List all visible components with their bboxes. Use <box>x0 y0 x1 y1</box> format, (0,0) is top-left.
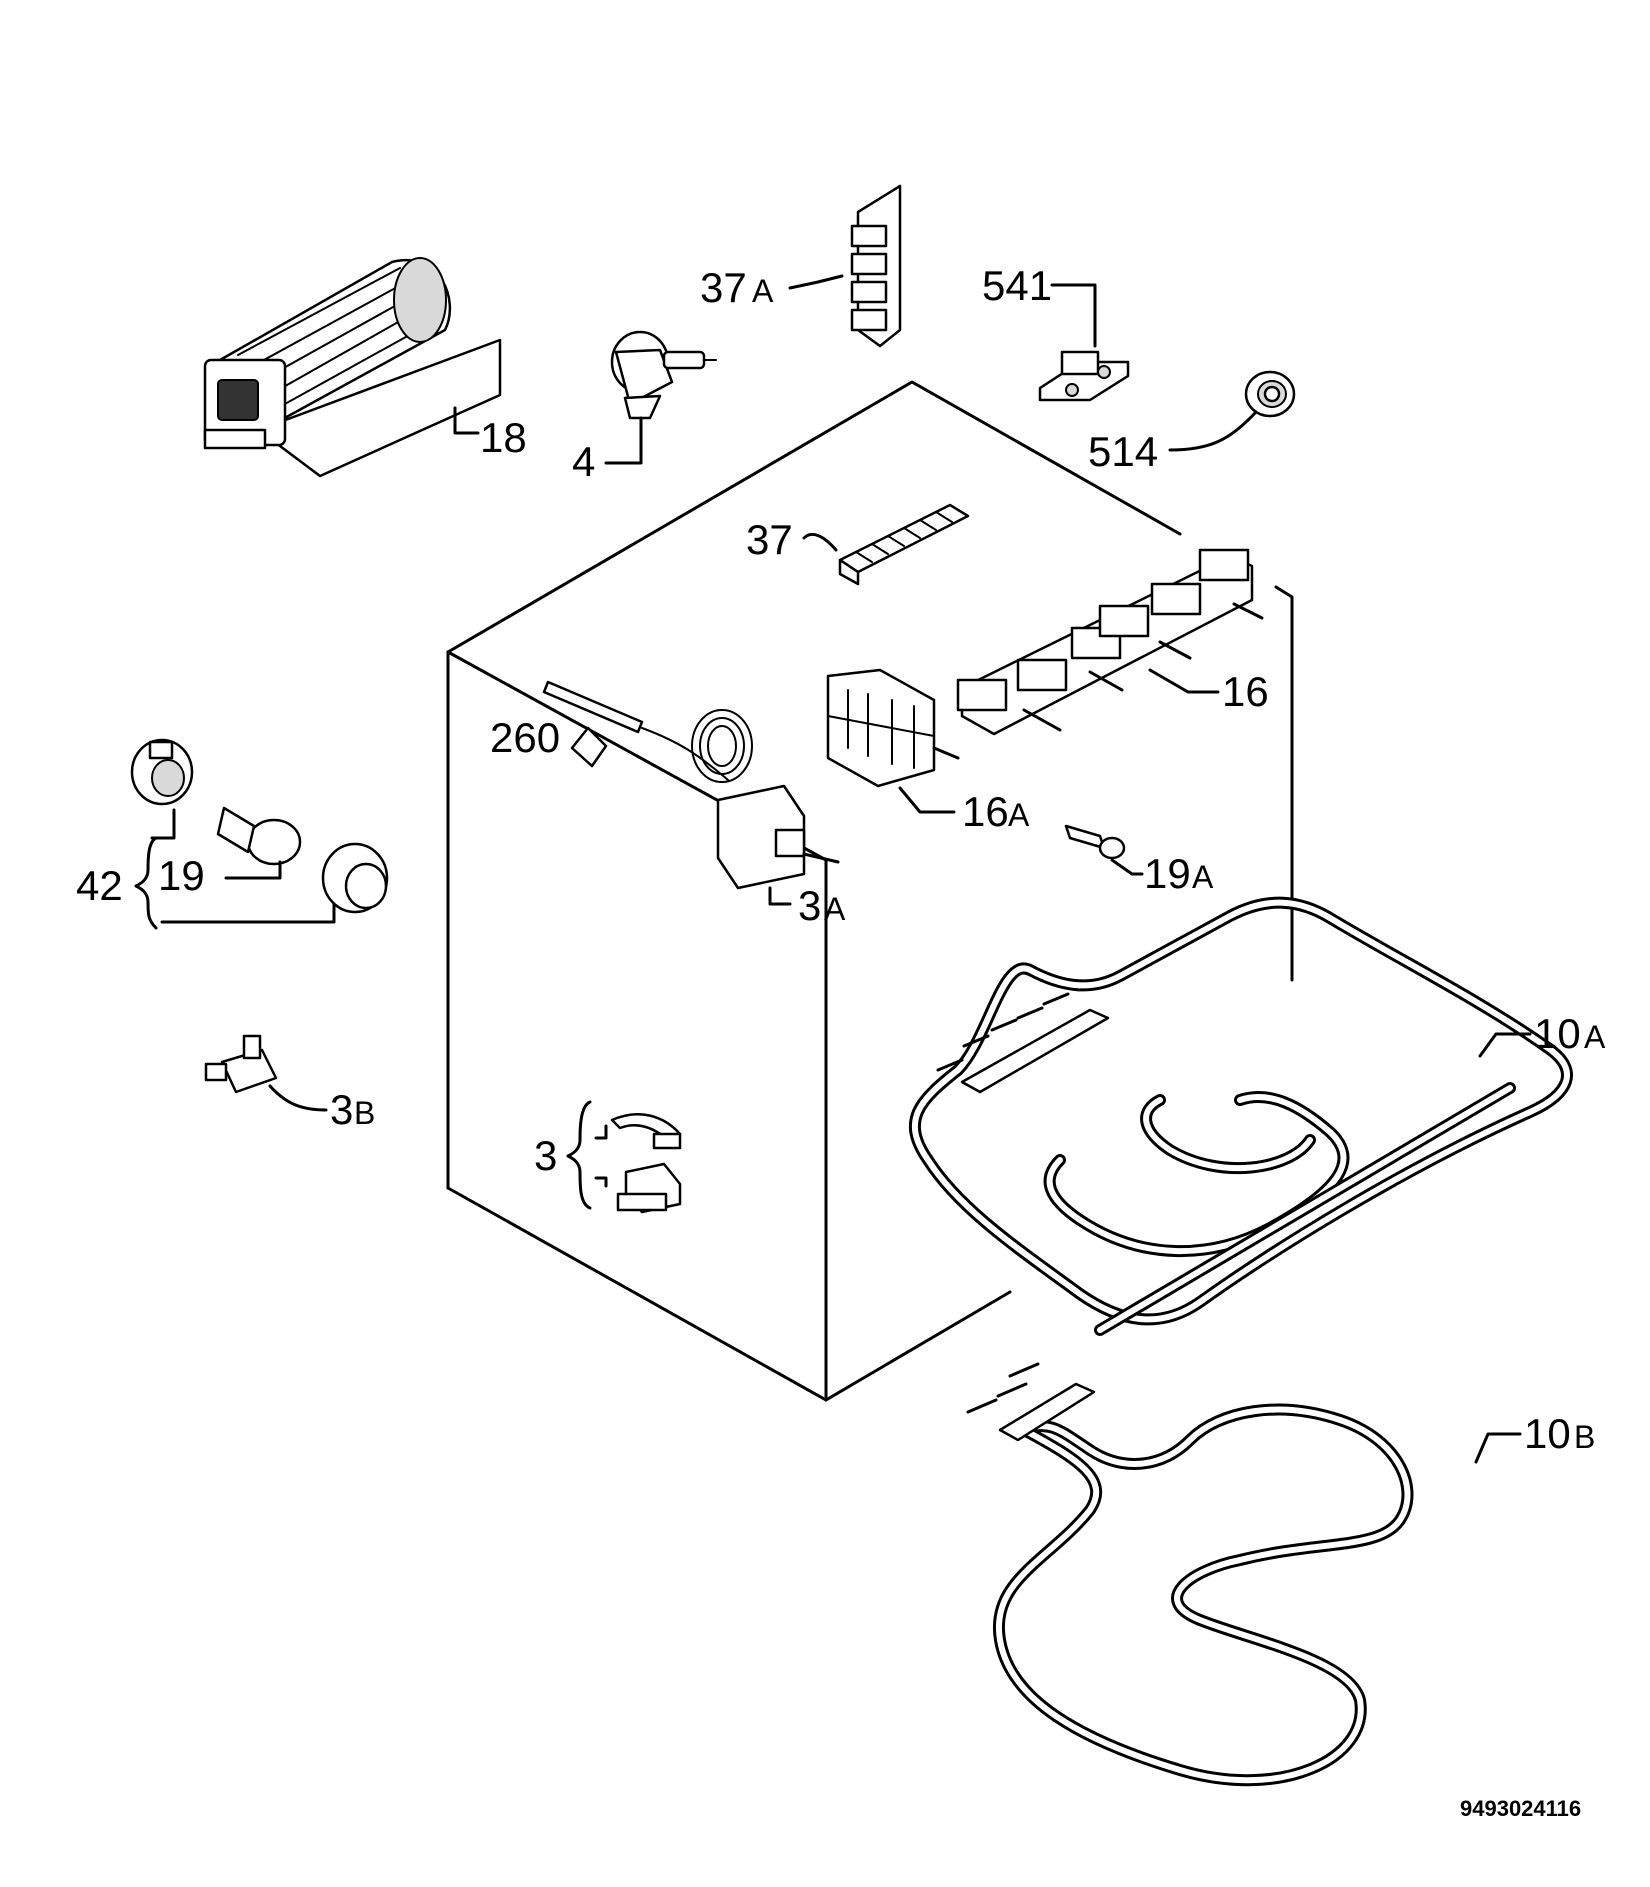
grommet-part[interactable] <box>1168 370 1296 452</box>
label-10b-number: 10 <box>1524 1410 1571 1457</box>
label-42: 42 <box>76 862 123 909</box>
motor-part[interactable] <box>604 330 717 465</box>
label-541: 541 <box>982 262 1052 309</box>
label-37a-number: 37 <box>700 264 747 311</box>
label-16a-suffix: A <box>1008 797 1030 833</box>
label-19a-suffix: A <box>1192 859 1214 895</box>
label-19: 19 <box>158 852 205 899</box>
thermostat-clip-part[interactable] <box>566 1100 682 1214</box>
bottom-element-part[interactable] <box>966 1362 1522 1787</box>
label-16a-number: 16 <box>962 788 1009 835</box>
label-3b-suffix: B <box>354 1095 375 1131</box>
thermal-cutout-part[interactable] <box>1038 283 1130 402</box>
label-18: 18 <box>480 414 527 461</box>
label-19a-number: 19 <box>1144 850 1191 897</box>
label-3a-number: 3 <box>798 882 821 929</box>
terminal-block-vertical-part[interactable] <box>788 184 902 348</box>
rotary-switch-part[interactable] <box>826 668 960 814</box>
oven-cavity-outline <box>446 380 1294 1402</box>
label-10a-suffix: A <box>1584 1019 1606 1055</box>
selector-switch-part[interactable] <box>956 548 1264 736</box>
label-10a-number: 10 <box>1534 1010 1581 1057</box>
label-3: 3 <box>534 1132 557 1179</box>
label-260: 260 <box>490 714 560 761</box>
label-3b-number: 3 <box>330 1086 353 1133</box>
thermal-switch-part[interactable] <box>204 1034 328 1112</box>
label-4: 4 <box>572 438 595 485</box>
thermostat-part[interactable] <box>542 680 840 906</box>
label-37a-suffix: A <box>752 273 774 309</box>
label-10b-suffix: B <box>1574 1419 1595 1455</box>
label-514: 514 <box>1088 428 1158 475</box>
small-lamp-part[interactable] <box>1064 824 1144 876</box>
label-16: 16 <box>1222 668 1269 715</box>
drawing-code: 9493024116 <box>1460 1796 1581 1821</box>
terminal-block-horizontal-part[interactable] <box>802 503 970 586</box>
grill-element-part[interactable] <box>908 896 1573 1336</box>
tangential-fan-part[interactable] <box>203 257 502 478</box>
oven-lamp-assembly-part[interactable] <box>130 738 389 930</box>
label-37: 37 <box>746 516 793 563</box>
label-3a-suffix: A <box>824 891 846 927</box>
